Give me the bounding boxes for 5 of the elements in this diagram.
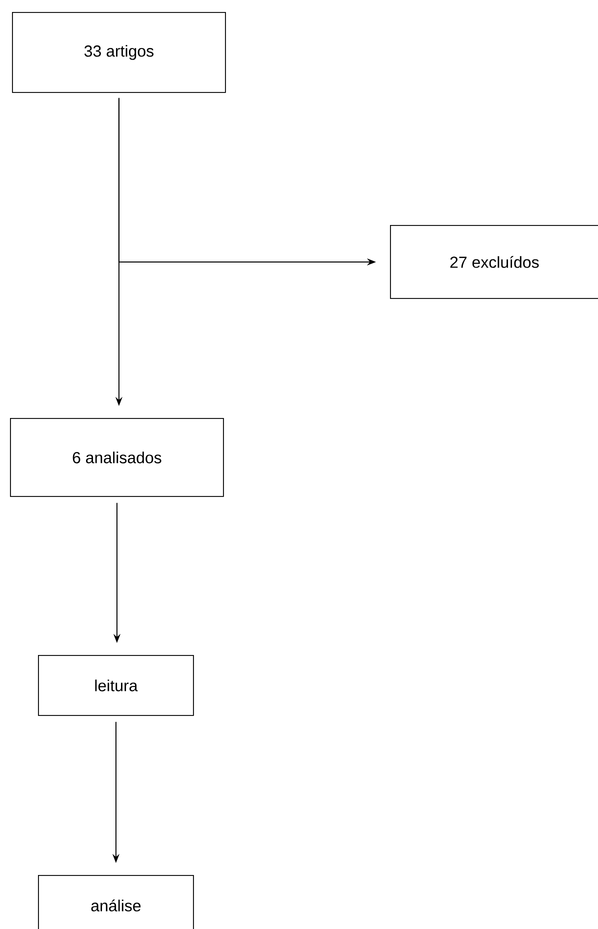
process-box: leitura	[38, 655, 194, 716]
process-box: análise	[38, 875, 194, 929]
process-box: 33 artigos	[12, 12, 226, 93]
process-box: 6 analisados	[10, 418, 224, 497]
process-box: 27 excluídos	[390, 225, 598, 299]
